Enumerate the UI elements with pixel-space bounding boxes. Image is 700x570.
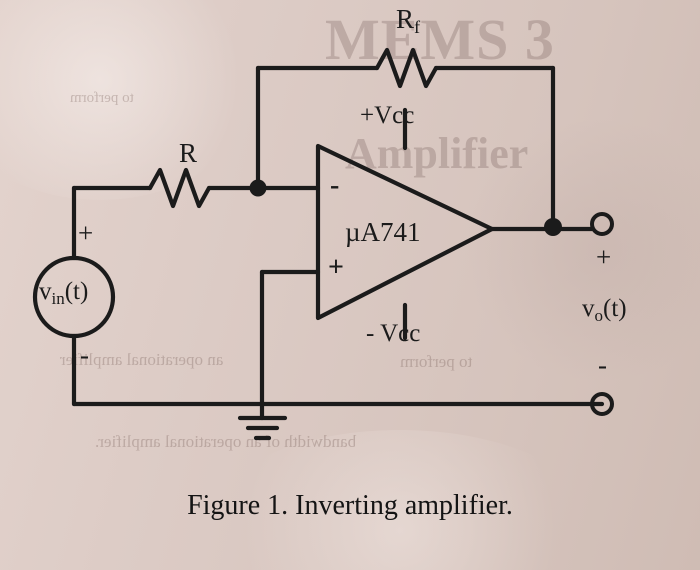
- junction-dot-inverting-node: [249, 179, 267, 197]
- resistor-r-symbol: [147, 167, 212, 209]
- label-source-minus: -: [80, 340, 89, 370]
- label-output-voltage: vo(t): [582, 295, 627, 325]
- figure-caption: Figure 1. Inverting amplifier.: [187, 490, 513, 521]
- opamp-triangle: [315, 143, 495, 321]
- label-feedback-resistor: Rf: [396, 4, 421, 38]
- output-terminal-positive: [590, 212, 614, 236]
- label-source-plus: +: [78, 218, 94, 248]
- junction-dot-output-node: [544, 218, 562, 236]
- label-output-minus: -: [598, 350, 607, 380]
- label-source-voltage: vin(t): [39, 278, 89, 308]
- label-opamp-part-number: µA741: [345, 217, 421, 247]
- output-terminal-negative: [590, 392, 614, 416]
- label-noninverting-input-sign: +: [328, 252, 344, 283]
- label-output-plus: +: [596, 242, 612, 272]
- label-supply-positive: +Vcc: [360, 102, 415, 129]
- junction-dots: [249, 179, 562, 236]
- label-input-resistor: R: [179, 138, 198, 168]
- label-supply-negative: - Vcc: [366, 320, 421, 347]
- resistor-rf-symbol: [374, 47, 439, 89]
- label-inverting-input-sign: -: [330, 170, 340, 201]
